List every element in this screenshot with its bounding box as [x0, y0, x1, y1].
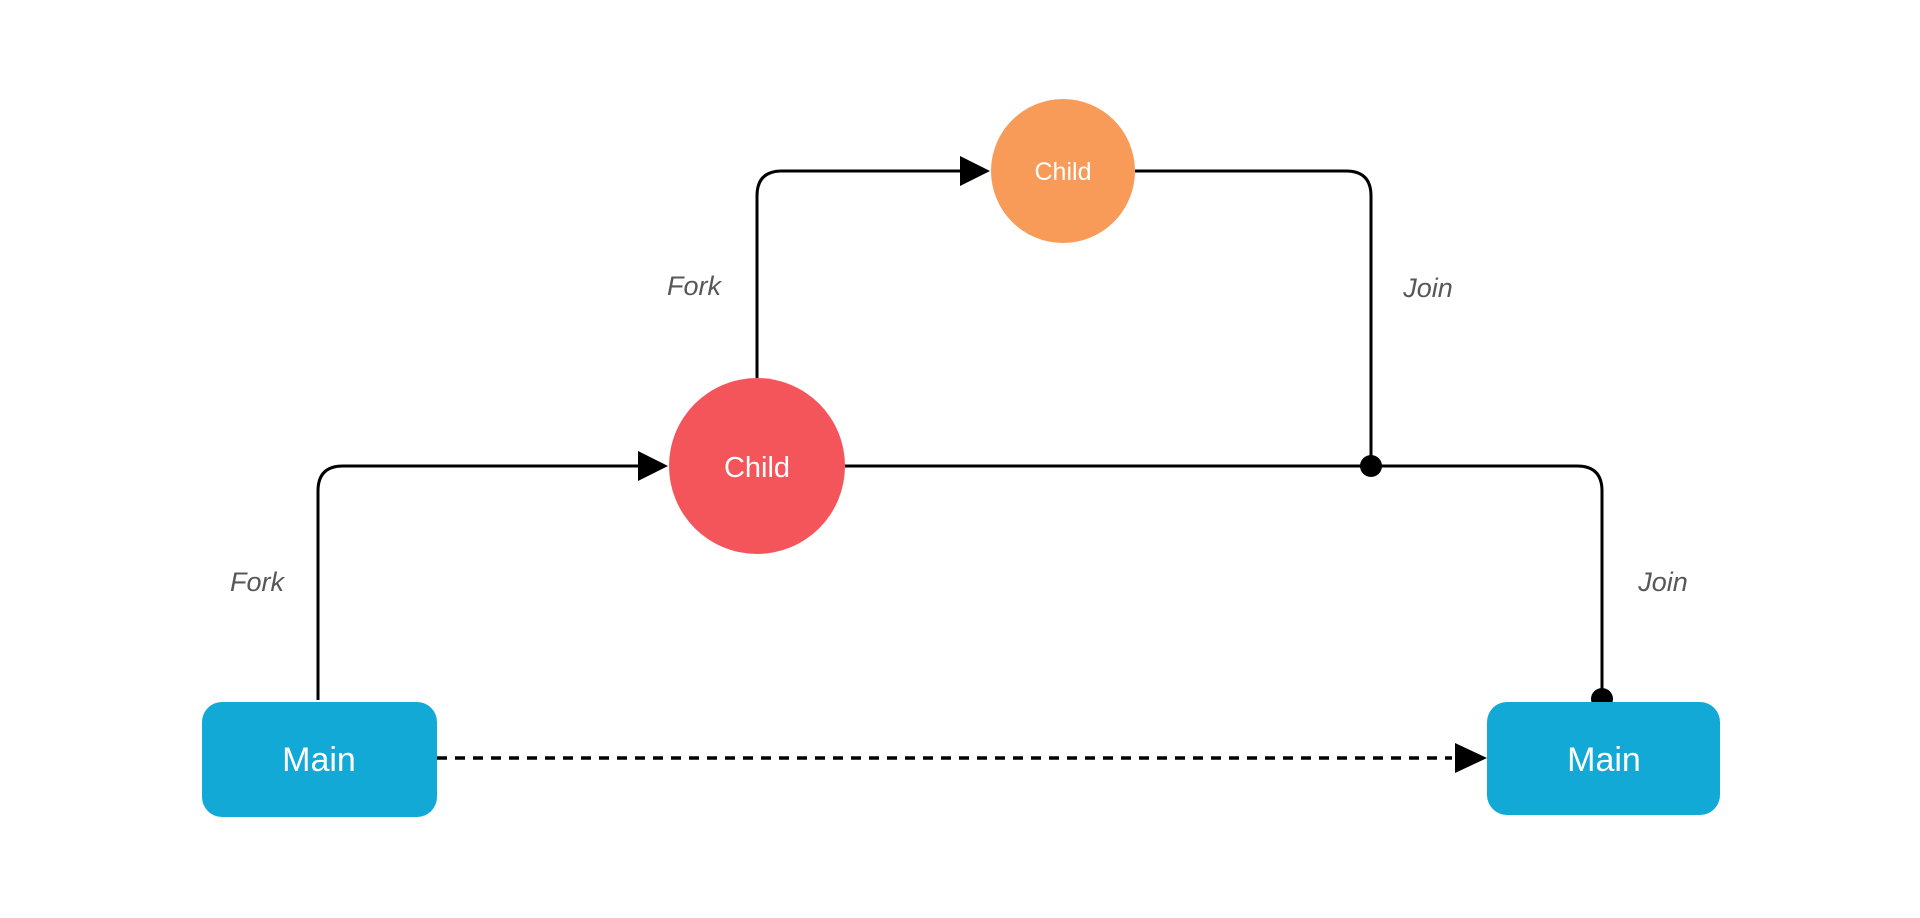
edge-label-join-lower: Join [1637, 567, 1688, 597]
edge-label-fork-upper: Fork [667, 271, 723, 301]
edge-label-join-upper: Join [1402, 273, 1453, 303]
arrowhead-into-child-orange [960, 156, 990, 186]
node-label-child-orange: Child [1035, 158, 1092, 186]
edge-join-upper [1135, 169, 1373, 466]
edge-fork-upper [755, 169, 962, 378]
node-main-left [202, 702, 437, 817]
edge-label-fork-left: Fork [230, 567, 286, 597]
node-label-main-left: Main [282, 741, 356, 779]
edge-fork-left [316, 464, 640, 700]
node-label-main-right: Main [1567, 741, 1641, 779]
node-child-red [669, 378, 845, 554]
arrowhead-into-child-red [638, 451, 668, 481]
arrowhead-into-main-right [1455, 743, 1487, 773]
edge-join-lower [845, 464, 1604, 694]
node-main-right [1487, 702, 1720, 815]
node-child-orange [991, 99, 1135, 243]
node-label-child-red: Child [724, 452, 790, 484]
join-point-dot-upper [1360, 455, 1382, 477]
